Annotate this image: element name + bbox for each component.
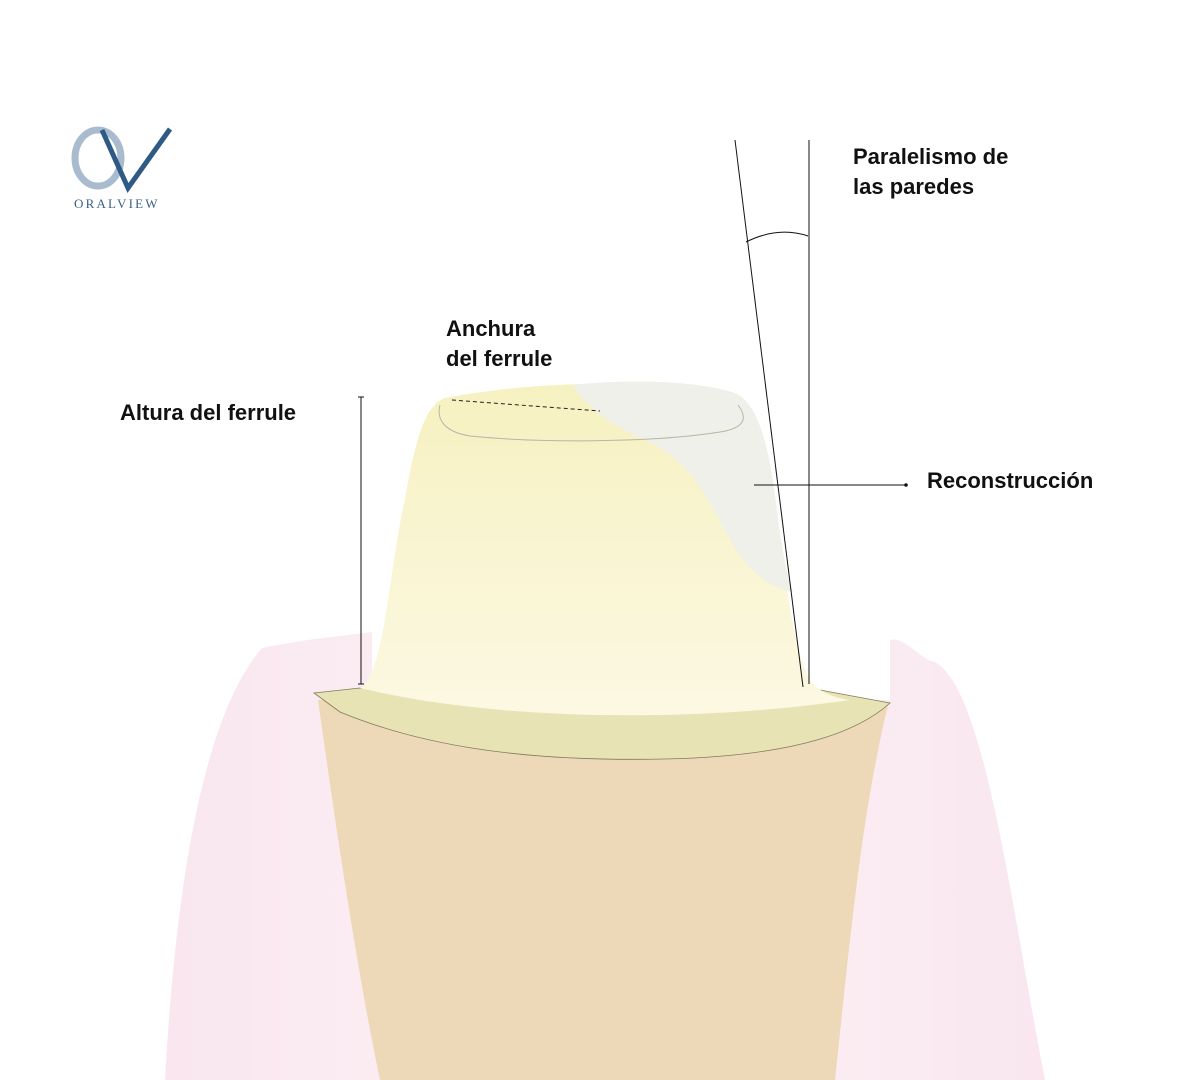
label-anchura-line1: Anchura: [446, 316, 536, 341]
label-altura: Altura del ferrule: [120, 400, 297, 425]
taper-angle-arc: [745, 231, 809, 243]
ferrule-width-dashed-line: [451, 399, 601, 412]
label-paralelismo-line1: Paralelismo de: [853, 144, 1009, 169]
label-paralelismo: Paralelismo de las paredes: [853, 142, 1008, 202]
taper-wall-line: [734, 139, 804, 688]
logo-wordmark: ORALVIEW: [74, 196, 160, 211]
logo-v-mark: [99, 127, 173, 194]
label-paralelismo-line2: las paredes: [853, 174, 975, 199]
logo-o-mark: [71, 126, 125, 190]
reconstruction-pointer-end: [904, 483, 908, 487]
oralview-logo: [71, 126, 173, 194]
label-anchura: Anchura del ferrule: [446, 314, 552, 374]
label-anchura-line2: del ferrule: [446, 346, 553, 371]
reconstruction-region: [572, 381, 793, 592]
tooth-root: [318, 700, 888, 1080]
occlusal-outline: [438, 404, 744, 442]
label-reconstruccion: Reconstrucción: [927, 468, 1094, 493]
